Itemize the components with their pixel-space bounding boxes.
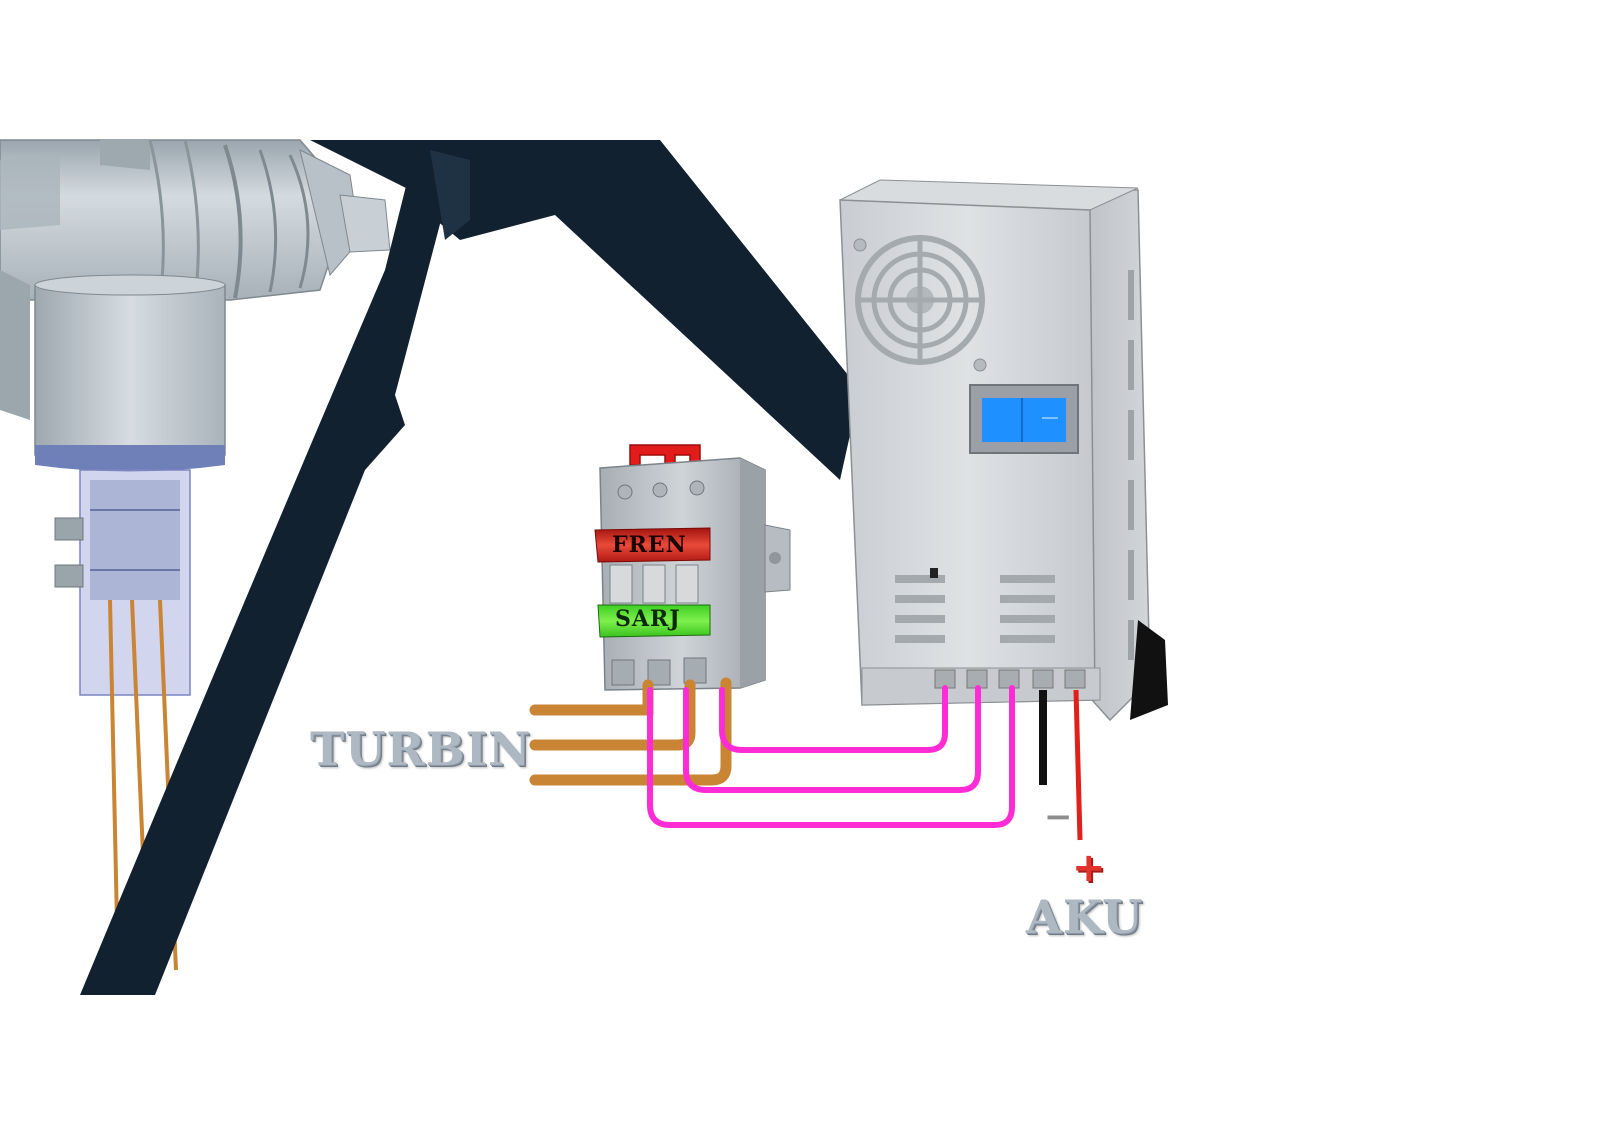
turbine-label: TURBIN — [310, 722, 532, 776]
charge-label: SARJ — [615, 606, 681, 632]
battery-label: AKU — [1026, 890, 1144, 944]
charge-controller-box — [839, 179, 1168, 722]
switch-to-controller-wires — [647, 685, 1015, 828]
fan-grille-icon — [855, 235, 985, 365]
turbine-input-wires — [529, 677, 732, 786]
brake-label: FREN — [612, 532, 687, 558]
battery-positive-wire — [1073, 689, 1083, 841]
controller-terminals — [934, 669, 1086, 689]
lcd-display — [969, 384, 1079, 454]
battery-positive-symbol: + — [1072, 845, 1106, 891]
turbine-nacelle — [0, 139, 391, 420]
turbine-blades — [80, 140, 860, 995]
turbine-tower-stem — [34, 274, 226, 696]
brake-charge-switch — [594, 444, 791, 691]
battery-negative-symbol: − — [1044, 797, 1073, 837]
